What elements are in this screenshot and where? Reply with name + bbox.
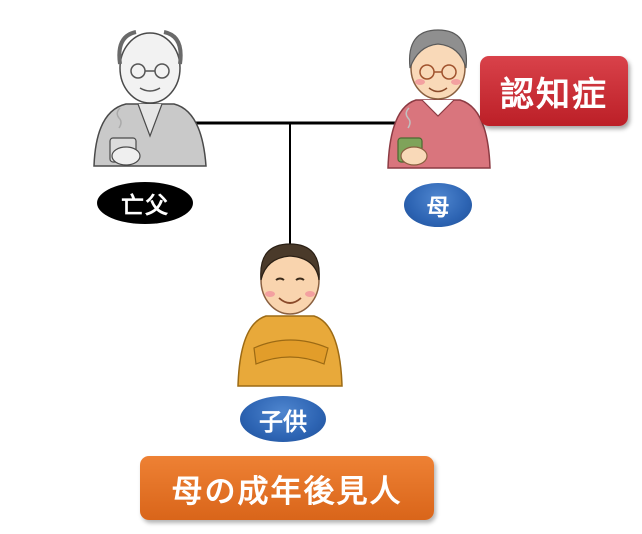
dementia-badge: 認知症	[480, 56, 628, 126]
man-arms-crossed-icon	[237, 243, 343, 387]
mother-label: 母	[404, 183, 472, 227]
elderly-woman-with-tea-icon	[387, 29, 491, 169]
elderly-man-with-tea-icon	[93, 30, 207, 167]
guardian-badge: 母の成年後見人	[140, 456, 434, 520]
child-label: 子供	[240, 396, 326, 442]
father-label: 亡父	[97, 182, 193, 224]
